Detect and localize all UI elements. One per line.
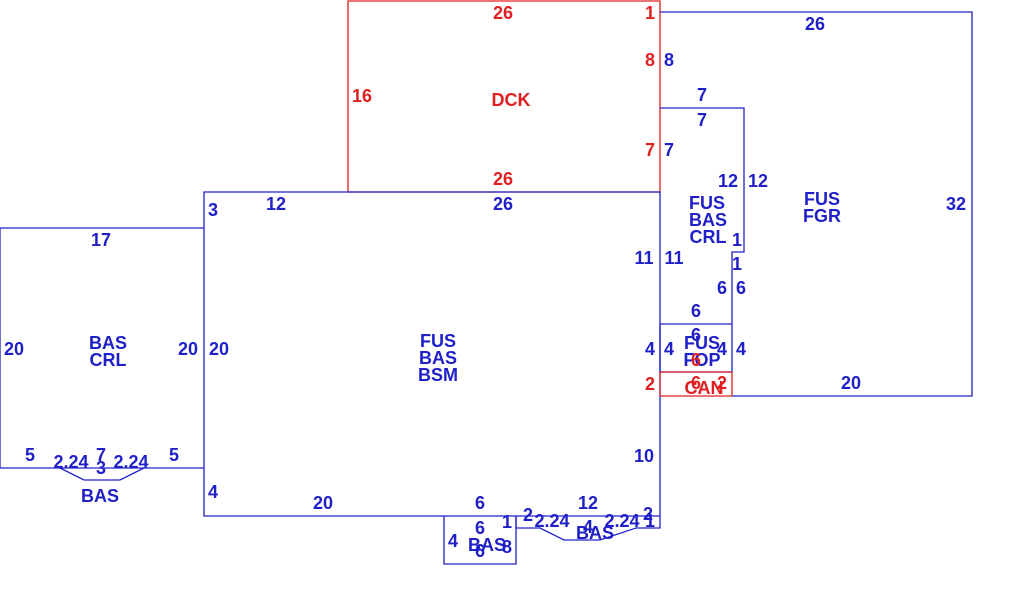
left-wing-label: BAS <box>89 333 127 353</box>
main-area-label: BAS <box>419 348 457 368</box>
dimension-label: 7 <box>96 445 106 465</box>
dimension-label: 2.24 <box>53 452 88 472</box>
left-wing-label: CRL <box>90 350 127 370</box>
dimension-label: 4 <box>448 531 458 551</box>
garage-label: FGR <box>803 206 841 226</box>
dimension-label: 16 <box>352 86 372 106</box>
dimension-label: 20 <box>841 373 861 393</box>
dimension-label: 6 <box>691 301 701 321</box>
dimension-label: 3 <box>96 458 106 478</box>
porch-label: FOP <box>683 350 720 370</box>
dimension-label: 4 <box>583 517 593 537</box>
dimension-label: 12 <box>578 493 598 513</box>
dimension-label: 1 <box>502 512 512 532</box>
dimension-label: 26 <box>493 169 513 189</box>
dimension-label: 6 <box>475 541 485 561</box>
dimension-label: 7 <box>697 85 707 105</box>
canopy-outline <box>659 371 733 397</box>
dimension-label: 1 <box>732 230 742 250</box>
dimension-label: 2 <box>645 374 655 394</box>
dimension-label: 1 <box>645 3 655 23</box>
dimension-label: 12 <box>266 194 286 214</box>
main-area-label: FUS <box>420 331 456 351</box>
dimension-label: 7 <box>664 140 674 160</box>
dimension-label: 2 <box>643 504 653 524</box>
bottom-right-bump-label: BAS <box>576 523 614 543</box>
dimension-label: 4 <box>664 339 674 359</box>
left-bump-outline <box>59 467 145 481</box>
dimension-label: 7 <box>697 110 707 130</box>
dimension-label: 8 <box>502 537 512 557</box>
dimension-label: 8 <box>664 50 674 70</box>
dimension-label: 4 <box>645 339 655 359</box>
dimension-label: 26 <box>493 3 513 23</box>
dimension-label: 7 <box>645 140 655 160</box>
dimension-label: 5 <box>25 445 35 465</box>
deck-label: DCK <box>492 90 531 110</box>
bottom-bump-label: BAS <box>468 535 506 555</box>
dimension-label: 1 <box>732 254 742 274</box>
bottom-bump-outline <box>443 516 517 565</box>
crawl-strip-label: CRL <box>690 227 727 247</box>
dimension-label: 4 <box>208 482 218 502</box>
crawl-strip-outline <box>660 107 745 324</box>
left-bump-label: BAS <box>81 486 119 506</box>
dimension-label: 11 <box>634 248 653 268</box>
dimension-label: 17 <box>91 230 111 250</box>
garage-label: FUS <box>804 189 840 209</box>
dimension-label: 6 <box>691 325 701 345</box>
dimension-label: 5 <box>169 445 179 465</box>
dimension-label: 2.24 <box>534 511 569 531</box>
dimension-label: 26 <box>493 194 513 214</box>
dimension-label: 6 <box>691 350 701 370</box>
dimension-label: 6 <box>475 493 485 513</box>
dimension-label: 20 <box>4 339 24 359</box>
dimension-label: 32 <box>946 194 966 214</box>
dimension-label: 12 <box>748 171 768 191</box>
dimension-label: 6 <box>475 518 485 538</box>
dimension-label: 2.24 <box>604 511 639 531</box>
dimension-label: 8 <box>645 50 655 70</box>
dimension-label: 1 <box>645 511 655 531</box>
dimension-label: 11 <box>664 248 683 268</box>
dimension-label: 2.24 <box>113 452 148 472</box>
garage-outline <box>660 11 973 397</box>
dimension-label: 20 <box>313 493 333 513</box>
dimension-label: 6 <box>717 278 727 298</box>
dimension-label: 12 <box>718 171 738 191</box>
dimension-label: 3 <box>208 200 218 220</box>
dimension-label: 6 <box>736 278 746 298</box>
canopy-label: CAN <box>685 378 724 398</box>
dimension-label: 26 <box>805 14 825 34</box>
bottom-right-bump-outline <box>515 516 661 541</box>
crawl-strip-label: BAS <box>689 210 727 230</box>
dimension-label: 10 <box>634 446 654 466</box>
dimension-label: 20 <box>209 339 229 359</box>
main-area-label: BSM <box>418 365 458 385</box>
dimension-label: 6 <box>691 373 701 393</box>
dimension-label: 4 <box>736 339 746 359</box>
dimension-label: 4 <box>717 339 727 359</box>
left-wing-outline <box>0 227 204 469</box>
dimension-label: 20 <box>178 339 198 359</box>
porch-label: FUS <box>684 333 720 353</box>
dimension-label: 2 <box>523 505 533 525</box>
dimension-label: 2 <box>717 373 727 393</box>
crawl-strip-label: FUS <box>689 193 725 213</box>
